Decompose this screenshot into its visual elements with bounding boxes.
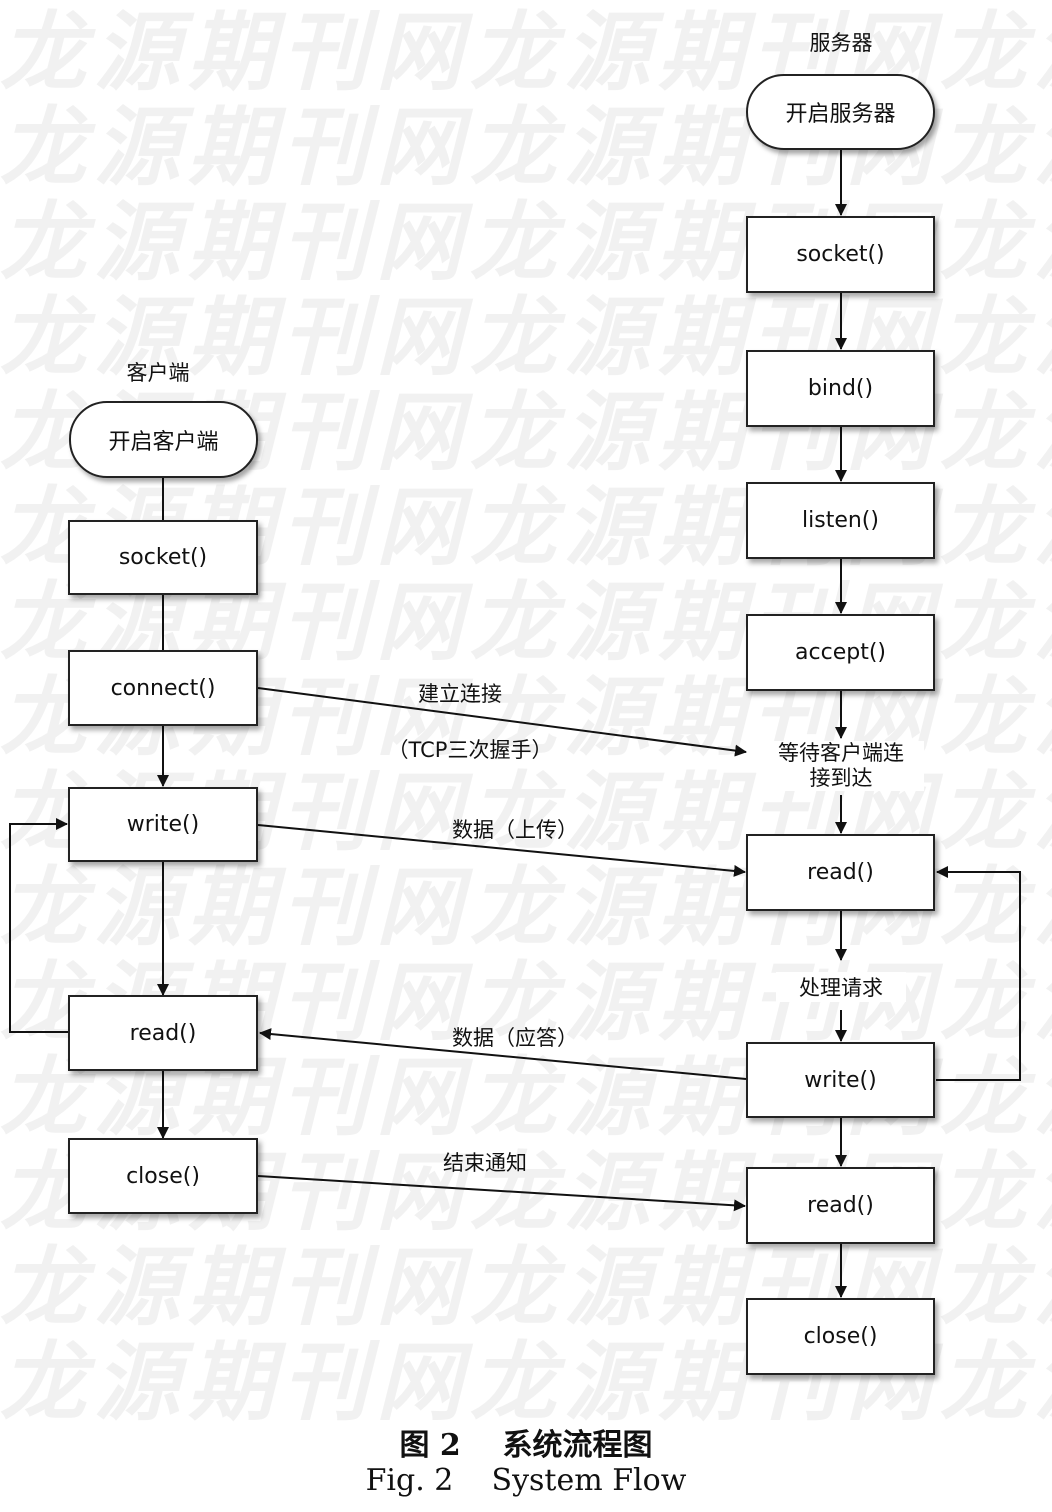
client-connect-node: connect() [68, 650, 258, 726]
edge-server-loop [936, 866, 1021, 1081]
msg-upload-label: 数据（上传） [452, 818, 578, 842]
server-read-node: read() [746, 834, 935, 911]
msg-response-label: 数据（应答） [452, 1026, 578, 1050]
server-start-node: 开启服务器 [746, 74, 935, 150]
msg-close-label: 结束通知 [443, 1151, 527, 1175]
caption-cn: 图 2 系统流程图 [399, 1428, 653, 1463]
msg-upload-arrow [257, 824, 746, 877]
server-write-node: write() [746, 1042, 935, 1118]
msg-connect-label: 建立连接 [418, 682, 502, 706]
server-process-label: 处理请求 [776, 972, 906, 1002]
client-read-node: read() [68, 995, 258, 1071]
server-header: 服务器 [809, 31, 873, 55]
server-read2-node: read() [746, 1167, 935, 1244]
msg-handshake-label: （TCP三次握手） [387, 738, 553, 762]
msg-close-arrow [257, 1175, 746, 1212]
client-write-node: write() [68, 787, 258, 862]
server-close-node: close() [746, 1298, 935, 1375]
server-bind-node: bind() [746, 350, 935, 427]
client-start-node: 开启客户端 [69, 401, 258, 478]
server-accept-node: accept() [746, 614, 935, 691]
msg-connect-arrow [257, 687, 747, 757]
edge-client-loop [9, 818, 68, 1033]
server-listen-node: listen() [746, 482, 935, 559]
client-socket-node: socket() [68, 520, 258, 595]
client-header: 客户端 [126, 361, 190, 385]
server-socket-node: socket() [746, 216, 935, 293]
msg-response-arrow [259, 1028, 747, 1080]
server-wait-label: 等待客户端连 接到达 [758, 741, 924, 791]
caption-en: Fig. 2 System Flow [365, 1463, 687, 1498]
client-close-node: close() [68, 1138, 258, 1214]
